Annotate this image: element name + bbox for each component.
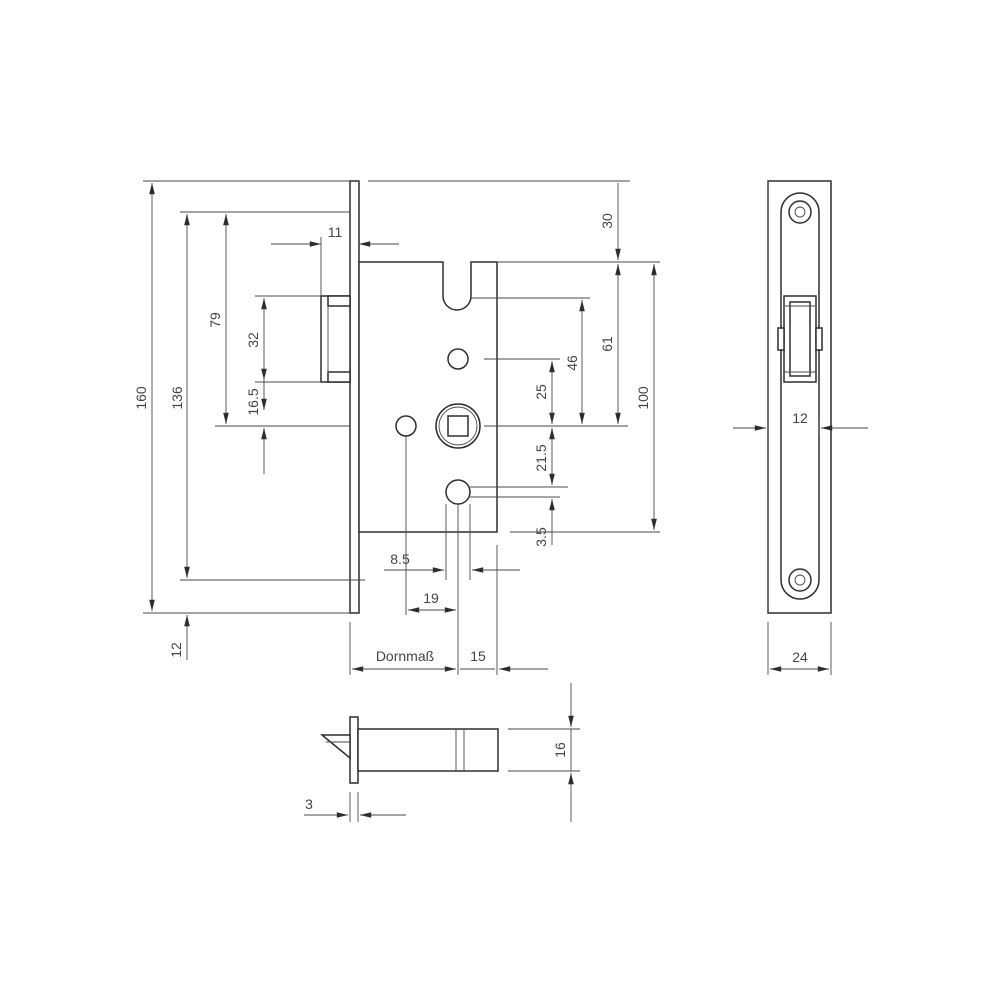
latch-detail-tip — [319, 734, 351, 760]
dim-11: 11 — [328, 224, 343, 240]
fixing-hole-side — [395, 415, 417, 437]
dim-3: 3 — [305, 796, 313, 812]
dim-16: 16 — [552, 742, 568, 758]
latch-detail-body — [357, 728, 499, 772]
extension-lines — [143, 180, 660, 675]
dim-24: 24 — [792, 649, 808, 665]
side-faceplate-inner — [780, 192, 820, 600]
dim-19: 19 — [423, 590, 439, 606]
dim-160: 160 — [133, 386, 149, 410]
dim-46: 46 — [564, 355, 580, 371]
dim-dornmass: Dornmaß — [376, 648, 434, 664]
latch-detail-plate — [349, 716, 359, 784]
side-screw-hole-top — [788, 200, 812, 224]
dim-79: 79 — [207, 312, 223, 328]
dim-61: 61 — [599, 336, 615, 352]
dim-136: 136 — [169, 386, 185, 410]
latch-detail-view: 16 3 — [304, 683, 580, 822]
faceplate — [349, 180, 360, 614]
dim-16-5: 16.5 — [245, 388, 261, 415]
front-view: 160 136 79 32 16.5 11 12 30 61 46 25 100… — [133, 180, 660, 675]
dim-3-5: 3.5 — [533, 527, 549, 547]
dim-100: 100 — [635, 386, 651, 410]
dim-12-side: 12 — [792, 410, 808, 426]
dim-15: 15 — [470, 648, 486, 664]
dim-32: 32 — [245, 332, 261, 348]
side-screw-hole-bottom — [788, 568, 812, 592]
dim-8-5: 8.5 — [390, 551, 410, 567]
dimension-labels: 160 136 79 32 16.5 11 12 30 61 46 25 100… — [133, 213, 651, 664]
fixing-slot-lower — [445, 479, 471, 505]
lock-case — [358, 261, 498, 533]
dimension-lines — [149, 183, 657, 672]
dim-30: 30 — [599, 213, 615, 229]
fixing-hole-upper — [447, 348, 469, 370]
dim-21-5: 21.5 — [533, 444, 549, 471]
side-latch-opening — [777, 295, 823, 383]
dim-12-bottom: 12 — [168, 642, 184, 658]
side-view: 12 24 — [733, 180, 868, 675]
dim-25: 25 — [533, 384, 549, 400]
latch-bolt — [320, 295, 351, 383]
spindle-hole — [435, 403, 481, 449]
